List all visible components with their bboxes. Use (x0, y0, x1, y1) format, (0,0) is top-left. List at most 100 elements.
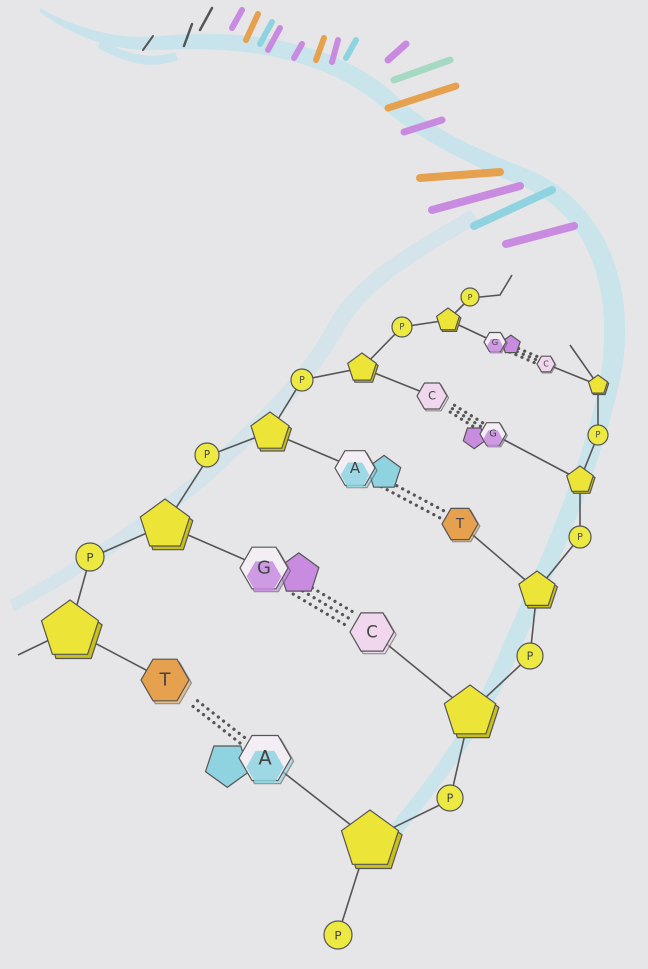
base-ring-tint (246, 561, 282, 592)
phosphate-icon: P (568, 525, 592, 549)
phosphate-label: P (399, 323, 404, 333)
helix-ribbon (10, 8, 626, 860)
phosphate-circle (194, 442, 220, 468)
hydrogen-bond (291, 592, 349, 628)
base-ring-tint (483, 430, 503, 447)
hydrogen-bond (448, 410, 481, 432)
base-pair-a-t: AT (250, 411, 559, 609)
hydrogen-bond (508, 350, 538, 365)
phosphate-label: P (527, 650, 534, 663)
phosphate-icon: P (460, 287, 480, 307)
rung (400, 116, 446, 136)
phosphate-circle (323, 920, 353, 950)
phosphate-icon: P (587, 424, 609, 446)
thymine-hexagon-icon: T (441, 507, 481, 543)
base-ring-tint (340, 462, 370, 488)
base-ring (140, 658, 190, 702)
phosphate-label: P (86, 551, 93, 565)
deoxyribose-sugar-icon (435, 307, 461, 331)
rung (416, 168, 504, 182)
thymine-hexagon-icon: T (140, 658, 193, 705)
phosphate-groups: P P P P P P P P P P (75, 287, 609, 950)
hydrogen-bond (452, 403, 485, 425)
adenine-double-ring-icon: A (204, 734, 295, 789)
rung (329, 37, 341, 65)
rung (198, 6, 214, 32)
rung (470, 186, 556, 230)
phosphate-circle (568, 525, 592, 549)
phosphate-icon: P (290, 368, 314, 392)
deoxyribose-sugar-icon (139, 498, 191, 547)
hydrogen-bond (379, 485, 443, 520)
phosphate-circle (436, 784, 464, 812)
deoxyribose-sugar-icon (518, 570, 556, 607)
phosphate-icon: P (391, 316, 413, 338)
phosphate-label: P (447, 792, 454, 805)
deoxyribose-sugar-icon (443, 684, 497, 735)
base-ring-tint (246, 750, 284, 784)
base-letter-g: G (257, 558, 271, 579)
phosphate-circle (290, 368, 314, 392)
rung (229, 7, 245, 31)
cytosine-hexagon-icon: C (416, 382, 450, 412)
rung (428, 182, 524, 214)
phosphate-icon: P (436, 784, 464, 812)
guanine-double-ring-icon: G (239, 546, 320, 593)
base-letter-c: C (428, 390, 436, 403)
phosphate-label: P (204, 450, 210, 461)
deoxyribose-sugar-icon (40, 599, 100, 655)
base-pair-g-c: GC (139, 498, 500, 739)
hydrogen-bond (510, 344, 540, 359)
hydrogen-bond (299, 579, 357, 615)
hydrogen-bond (383, 477, 447, 513)
phosphate-icon: P (194, 442, 220, 468)
cytosine-hexagon-icon: C (536, 355, 557, 374)
hydrogen-bond (509, 347, 539, 362)
base-letter-g: G (489, 429, 497, 440)
rung (343, 37, 359, 61)
base-ring (536, 355, 556, 373)
glycosidic-bond (492, 433, 581, 481)
base-letter-c: C (543, 360, 549, 369)
guanine-double-ring-icon: G (483, 331, 521, 354)
phosphate-circle (391, 316, 413, 338)
base-letter-t: T (455, 516, 465, 532)
deoxyribose-sugar-icon (346, 352, 378, 381)
phosphate-label: P (299, 375, 305, 386)
base-ring-tint (487, 339, 503, 353)
base-letter-a: A (258, 747, 272, 770)
base-five-ring (462, 427, 486, 450)
phosphate-icon: P (516, 642, 544, 670)
rung (265, 25, 283, 53)
deoxyribose-sugar-icon (587, 374, 609, 394)
phosphate-circle (587, 424, 609, 446)
phosphate-circle (516, 642, 544, 670)
adenine-double-ring-icon: A (334, 450, 402, 489)
phosphate-circle (75, 542, 105, 572)
base-pair-t-a: TA (40, 599, 403, 870)
base-letter-g: G (492, 337, 498, 347)
base-letter-c: C (366, 623, 378, 642)
distant-rungs (142, 6, 578, 248)
rung (384, 40, 410, 64)
phosphate-icon: P (323, 920, 353, 950)
phosphate-label: P (577, 532, 583, 543)
phosphate-label: P (468, 293, 473, 302)
rung (257, 19, 275, 47)
base-letter-a: A (350, 459, 361, 477)
base-ring (349, 612, 395, 652)
rung (291, 41, 305, 61)
rung (182, 22, 194, 48)
phosphate-label: P (595, 431, 600, 441)
base-five-ring (204, 745, 250, 789)
rung (313, 35, 327, 63)
phosphate-label: P (334, 929, 341, 943)
hydrogen-bond (450, 407, 483, 429)
base-letter-t: T (159, 670, 172, 691)
rung (243, 11, 261, 43)
guanine-double-ring-icon: G (462, 422, 508, 450)
rung (142, 35, 154, 51)
